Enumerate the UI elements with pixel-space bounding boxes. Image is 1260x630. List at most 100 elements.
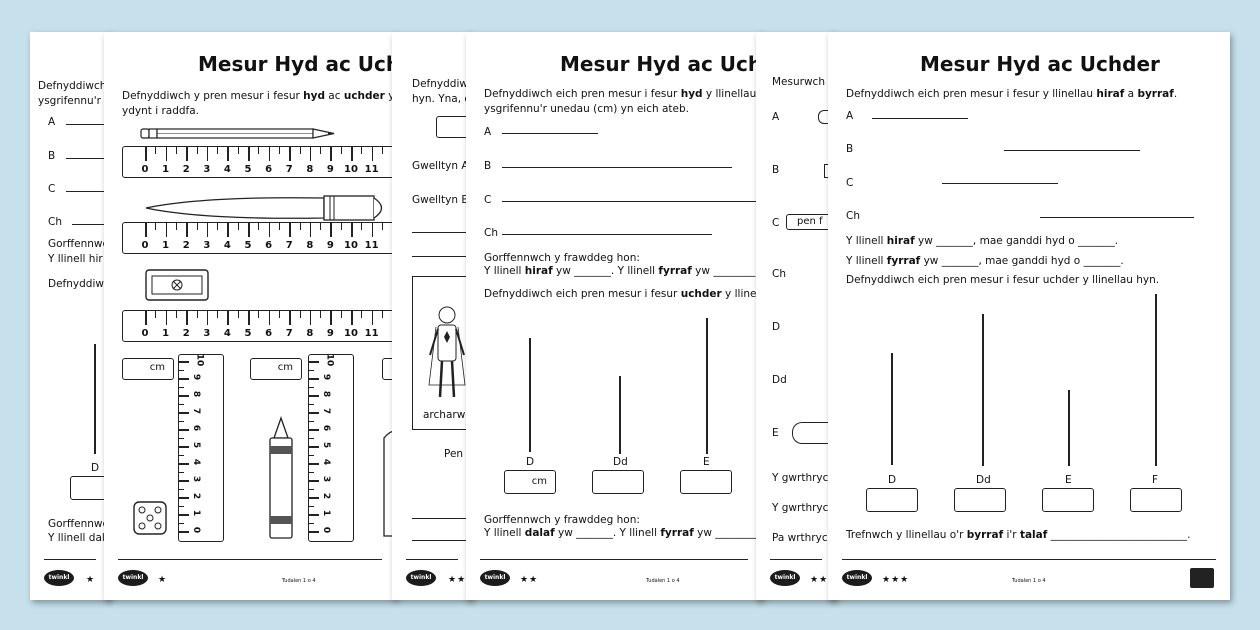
superhero-icon (428, 306, 466, 398)
text-line: Defnyddiw (412, 78, 468, 90)
label-e: E (703, 456, 710, 468)
ruler-tick (227, 223, 229, 237)
ruler-number: 2 (182, 164, 190, 175)
answer-box-dd[interactable] (954, 488, 1006, 512)
ruler-minor-tick (217, 223, 219, 230)
ruler-number: 0 (141, 328, 149, 339)
text-line: Defnyddiwch (38, 80, 107, 92)
difficulty-stars: ★★ (520, 575, 539, 585)
text-line: Y gwrthryc (772, 502, 829, 514)
ruler-tick (227, 147, 229, 161)
ruler-tick (309, 311, 312, 325)
ruler-tick (268, 147, 271, 161)
ruler-tick (165, 311, 168, 325)
text-line: ysgrifennu'r (38, 95, 101, 107)
answer-box-f[interactable] (1130, 488, 1182, 512)
ruler-number: 6 (191, 424, 202, 432)
ruler-minor-tick (258, 147, 260, 154)
superhero-picture-frame: archarw (412, 276, 472, 430)
answer-box[interactable]: cm (250, 358, 302, 380)
ruler-minor-tick (196, 147, 198, 154)
label-b: B (48, 150, 56, 162)
label-ch: Ch (846, 210, 860, 222)
answer-box-dd[interactable] (592, 470, 644, 494)
answer-box-d[interactable] (866, 488, 918, 512)
line-dd (619, 376, 621, 454)
label-c: C (772, 217, 780, 229)
ruler-number: 8 (306, 164, 314, 175)
text-line: Y llinell hir (48, 253, 103, 265)
ruler-number: 2 (182, 240, 190, 251)
answer-box-e[interactable] (680, 470, 732, 494)
ruler-minor-tick (179, 522, 184, 524)
badge-icon (1190, 568, 1214, 588)
label-c: C (48, 183, 56, 195)
ruler-minor-tick (309, 454, 314, 456)
ruler-number: 0 (191, 526, 202, 534)
ruler-number: 0 (141, 240, 149, 251)
ruler-minor-tick (361, 223, 363, 230)
ruler-tick (179, 361, 189, 363)
page-title: Mesur Hyd ac Uchder (198, 52, 396, 76)
ruler-tick (165, 147, 168, 161)
ruler-number: 1 (162, 164, 170, 175)
ruler-tick (179, 514, 189, 516)
label-a: A (846, 110, 854, 122)
ruler-number: 5 (321, 441, 332, 449)
ruler-tick (248, 147, 250, 161)
twinkl-logo: twinkl (44, 570, 74, 586)
paintbrush-icon (145, 195, 383, 221)
text-line: Gwelltyn B (412, 194, 469, 206)
ruler-number: 6 (265, 328, 273, 339)
answer-box[interactable] (70, 476, 110, 500)
ruler-minor-tick (258, 311, 260, 318)
ruler-number: 4 (223, 164, 231, 175)
ruler-tick (268, 223, 271, 237)
ruler-tick (309, 361, 319, 363)
ruler-number: 10 (194, 353, 205, 367)
ruler-number: 9 (321, 373, 332, 381)
ruler-tick (309, 463, 319, 465)
ruler-number: 3 (203, 328, 211, 339)
ruler-number: 11 (364, 164, 379, 175)
ruler-tick (309, 412, 319, 414)
ruler-number: 0 (141, 164, 149, 175)
line-f (1155, 294, 1157, 466)
ruler-tick (309, 378, 319, 380)
ruler-minor-tick (309, 369, 314, 371)
page-number: Tudalen 1 o 4 (282, 578, 316, 584)
answer-box-d[interactable]: cm (504, 470, 556, 494)
ruler-tick (179, 497, 189, 499)
ruler-number: 10 (344, 164, 358, 175)
text-line: Pa wrthryc (772, 532, 828, 544)
ruler-number: 6 (265, 240, 273, 251)
ruler-tick (330, 223, 332, 237)
line-b (502, 167, 732, 168)
ruler-tick (351, 311, 353, 325)
ruler-number: 9 (326, 240, 334, 251)
ruler-tick (309, 497, 319, 499)
ruler-minor-tick (381, 223, 383, 230)
straw-image (436, 116, 472, 138)
sentence-2: Y llinell dalaf yw _______. Y llinell fy… (484, 527, 758, 539)
instructions-2: ysgrifennu'r unedau (cm) yn eich ateb. (484, 103, 690, 115)
ruler-tick (309, 147, 312, 161)
ruler-minor-tick (309, 386, 314, 388)
ruler-tick (145, 311, 147, 325)
label-b: B (484, 160, 492, 172)
answer-box-e[interactable] (1042, 488, 1094, 512)
object-e (792, 422, 836, 444)
ruler-number: 5 (244, 328, 252, 339)
ruler-number: 9 (191, 373, 202, 381)
object-a (818, 110, 834, 124)
ruler-minor-tick (309, 437, 314, 439)
answer-box[interactable]: cm (122, 358, 174, 380)
ruler-tick (179, 480, 189, 482)
ruler-minor-tick (175, 311, 177, 318)
ruler-minor-tick (299, 311, 301, 318)
ruler-tick (309, 429, 319, 431)
ruler-tick (165, 223, 168, 237)
ruler-tick (351, 223, 353, 237)
ruler-minor-tick (278, 223, 280, 230)
